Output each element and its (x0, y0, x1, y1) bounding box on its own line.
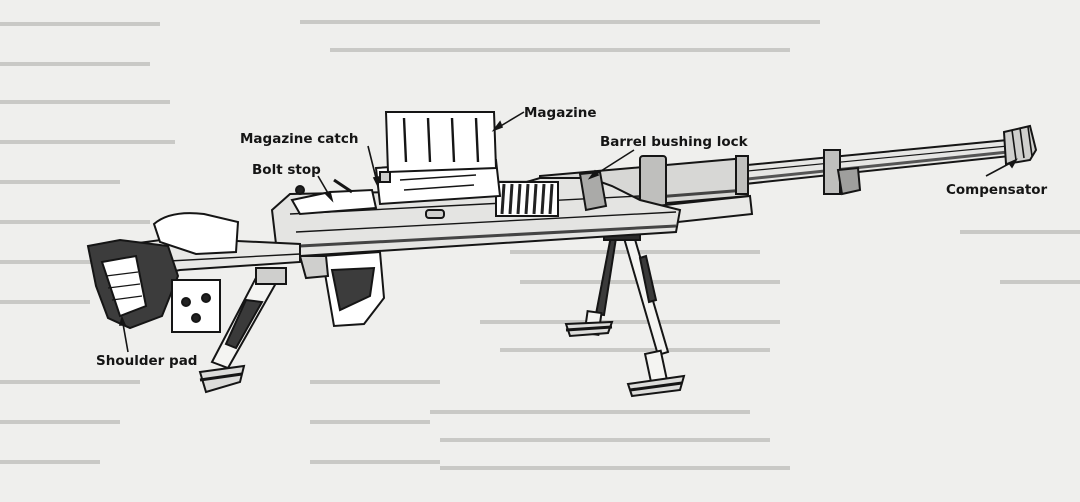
label-magazine-catch: Magazine catch (240, 131, 358, 147)
rear-monopod (198, 267, 287, 394)
label-compensator: Compensator (946, 182, 1048, 198)
label-bolt-stop: Bolt stop (252, 162, 321, 178)
rifle (86, 111, 1038, 333)
label-magazine: Magazine (524, 105, 597, 121)
label-shoulder-pad: Shoulder pad (96, 353, 197, 369)
bipod (564, 223, 686, 398)
leader-lines (118, 111, 1018, 353)
label-barrel-bushing-lock: Barrel bushing lock (600, 134, 749, 150)
